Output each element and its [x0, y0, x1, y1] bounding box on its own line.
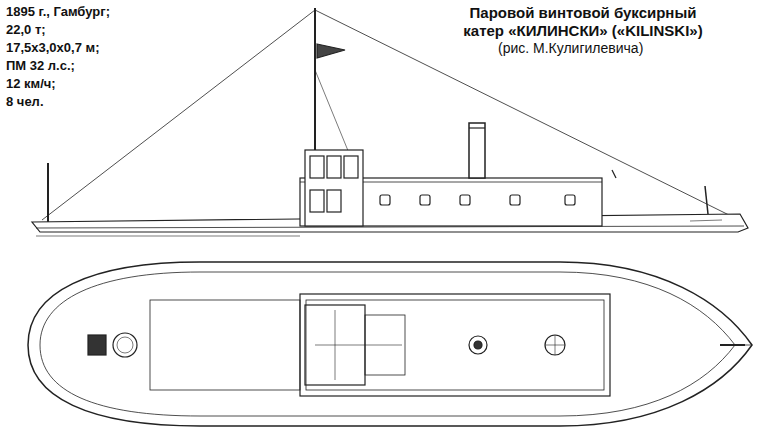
spec-line: 8 чел.: [6, 94, 44, 110]
spec-line: 1895 г., Гамбург;: [6, 4, 110, 20]
drawing-title: Паровой винтовой буксирный катер «КИЛИНС…: [452, 4, 714, 40]
spec-line: 12 км/ч;: [6, 76, 56, 92]
spec-line: 22,0 т;: [6, 22, 46, 38]
spec-line: ПМ 32 л.с.;: [6, 58, 75, 74]
drawing-credit: (рис. М.Кулигилевича): [498, 40, 643, 57]
spec-line: 17,5х3,0х0,7 м;: [6, 40, 99, 56]
